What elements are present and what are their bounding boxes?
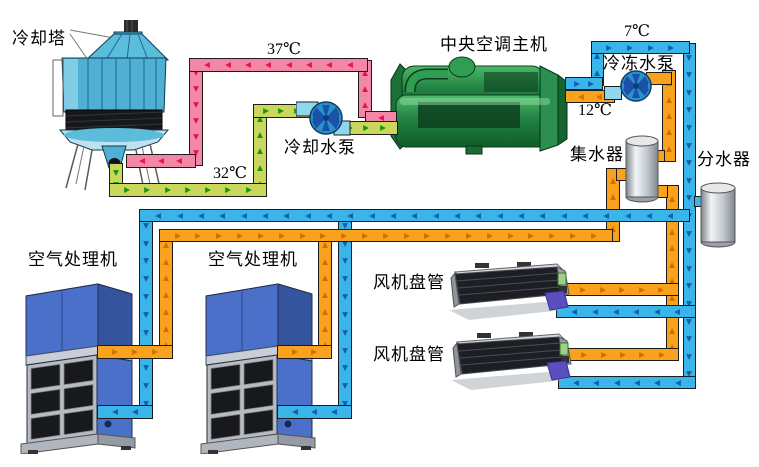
- air-handler-unit-2: [200, 283, 316, 454]
- fcu-connection-box: [559, 342, 569, 356]
- pipe-condenser-supply-downcomer: ▼▼▼▼▼▼: [189, 60, 203, 166]
- fcu-connection-box: [557, 272, 567, 286]
- pipe-chilled-supply-ahu2-drop: ▼▼▼▼▼▼▼▼▼▼▼: [338, 211, 352, 419]
- label-water-collector: 集水器: [570, 145, 624, 164]
- label-temp-7: 7℃: [624, 23, 650, 40]
- label-cooling-water-pump: 冷却水泵: [284, 138, 356, 157]
- pump-impeller: [623, 74, 649, 98]
- label-temp-32: 32℃: [213, 165, 247, 182]
- tower-dome: [84, 33, 170, 61]
- pipe-condenser-supply-to-tower: ◀◀◀: [126, 154, 196, 168]
- water-distributor-tank: [700, 182, 736, 248]
- central-ac-chiller: [390, 56, 568, 155]
- label-chilled-water-pump: 冷冻水泵: [603, 54, 675, 73]
- fcu-bracket: [546, 360, 571, 381]
- pipe-chilled-supply-main: ◀◀◀◀◀◀◀◀◀◀◀◀◀◀◀◀◀◀◀◀◀◀◀◀◀: [139, 209, 690, 222]
- air-handler-unit-1: [20, 283, 136, 454]
- chiller-right-flange: [539, 65, 559, 152]
- fcu-coil-front: [454, 266, 563, 305]
- pipe-chilled-return-ahu1-riser: ▲▲▲▲▲▲▲: [159, 231, 173, 359]
- pipe-chilled-supply-ahu1-in: ◀◀: [97, 405, 153, 419]
- fan-coil-unit-2: [451, 332, 572, 390]
- ahu-grille-cells: [30, 359, 94, 440]
- pipe-chilled-return-main: ▶▶▶▶▶▶▶▶▶▶▶▶▶▶▶▶▶▶▶▶▶: [159, 229, 613, 242]
- pump-impeller: [312, 105, 340, 131]
- pipe-chilled-return-ahu2-riser: ▲▲▲▲▲▲▲: [318, 231, 332, 359]
- cooling-water-pump: [296, 101, 351, 136]
- label-temp-37: 37℃: [267, 41, 301, 58]
- ahu-grille-cells: [210, 359, 274, 440]
- pipe-condenser-supply-riser: ▲▲▲: [358, 60, 372, 118]
- pipe-chilled-supply-ahu1-drop: ▼▼▼▼▼▼▼▼▼▼▼: [139, 211, 153, 419]
- pipe-condenser-return-bottom: ▶▶▶▶▶▶▶: [109, 183, 267, 197]
- pipe-chilled-supply-fcu1-in: ◀◀◀◀◀◀: [556, 305, 696, 318]
- label-cooling-tower: 冷却塔: [12, 29, 66, 48]
- fan-coil-unit-1: [449, 262, 570, 320]
- pump-port-stub: [604, 86, 622, 100]
- pipe-chilled-supply-chiller-stub: ▶▶: [565, 77, 603, 90]
- pipe-chilled-return-12c: ◀◀: [565, 90, 615, 103]
- label-temp-12: 12℃: [578, 102, 612, 119]
- pipe-chilled-return-pump-riser: ▲▲▲▲▲: [662, 70, 676, 162]
- label-air-handler-1: 空气处理机: [28, 250, 118, 269]
- label-air-handler-2: 空气处理机: [208, 250, 298, 269]
- pipe-chilled-supply-fcu2-in: ◀◀◀◀◀◀: [558, 376, 696, 389]
- pipe-chilled-return-ahu1-out: ▶▶▶: [97, 345, 173, 359]
- label-fan-coil-2: 风机盘管: [373, 345, 445, 364]
- label-fan-coil-1: 风机盘管: [373, 273, 445, 292]
- pipe-chilled-return-fcu1-out: ▶▶▶▶▶▶: [546, 283, 679, 296]
- fcu-coil-front: [456, 336, 565, 375]
- chiller-top-pipe: [406, 70, 448, 93]
- pipe-chilled-return-fcu2-out: ▶▶▶▶▶▶: [548, 348, 679, 361]
- label-central-ac-host: 中央空调主机: [440, 35, 548, 54]
- pipe-chilled-return-ahu2-out: ▶▶: [277, 345, 332, 359]
- label-water-distributor: 分水器: [697, 150, 751, 169]
- fcu-bracket: [544, 290, 569, 311]
- tower-leg: [65, 143, 79, 189]
- pipe-condenser-supply-top: ◀◀◀◀◀◀◀◀: [189, 58, 368, 72]
- chilled-water-pump: [620, 70, 652, 102]
- pipe-chilled-supply-7c: ▶▶▶▶: [591, 41, 690, 54]
- pipe-chilled-supply-ahu2-in: ◀◀◀: [277, 405, 352, 419]
- chiller-dome: [448, 56, 476, 78]
- water-collector-tank: [625, 135, 659, 203]
